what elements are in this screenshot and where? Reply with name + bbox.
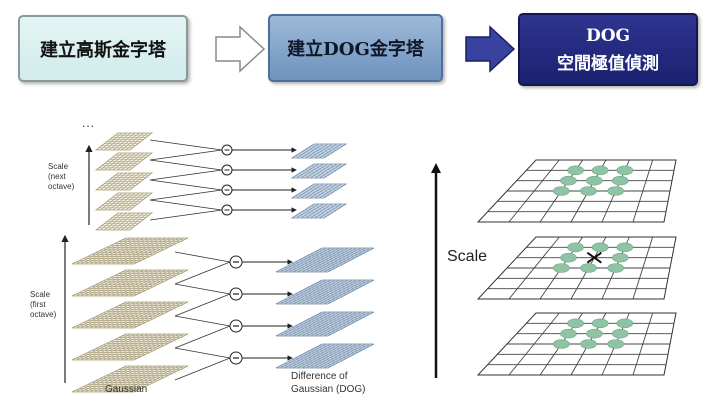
neighbor-ellipse bbox=[560, 252, 577, 263]
connector-line bbox=[149, 209, 223, 221]
dog-layer-first-3 bbox=[275, 311, 375, 337]
extrema-scale-label: Scale bbox=[447, 248, 488, 265]
neighbor-ellipse bbox=[611, 328, 629, 339]
flow-step-gaussian-pyramid: 建立高斯金字塔 bbox=[18, 15, 188, 82]
gaussian-layer-first-4 bbox=[71, 333, 189, 361]
extrema-group bbox=[431, 159, 677, 378]
neighbor-ellipse bbox=[553, 186, 570, 196]
neighbor-ellipse bbox=[567, 242, 584, 253]
scale-next-line1: Scale bbox=[48, 162, 69, 171]
neighbor-ellipse bbox=[567, 165, 584, 176]
connector-line bbox=[174, 251, 231, 263]
arrow-right-icon bbox=[215, 25, 266, 73]
extrema-grid-middle bbox=[476, 236, 677, 300]
extrema-grid-top bbox=[476, 159, 677, 223]
connector-line bbox=[174, 315, 231, 327]
extrema-grid-bottom bbox=[476, 312, 677, 376]
gaussian-layer-next-4 bbox=[94, 192, 154, 211]
connector-line bbox=[149, 139, 223, 151]
neighbor-ellipse bbox=[591, 318, 609, 329]
flow-step-dog-pyramid-label: 建立DOG金字塔 bbox=[287, 39, 424, 60]
connector-line bbox=[174, 357, 231, 381]
sample-point-x-icon bbox=[586, 251, 602, 264]
neighbor-ellipse bbox=[591, 165, 609, 176]
neighbor-ellipse bbox=[580, 339, 597, 349]
gaussian-layer-first-2 bbox=[71, 269, 189, 297]
dog-layer-next-3 bbox=[290, 183, 348, 199]
dog-label-line2: Gaussian (DOG) bbox=[291, 384, 366, 395]
connector-line bbox=[149, 189, 223, 201]
gaussian-layer-next-3 bbox=[94, 172, 154, 191]
connector-line bbox=[149, 149, 223, 161]
connector-line bbox=[174, 293, 231, 317]
neighbor-ellipse bbox=[616, 318, 634, 329]
neighbor-ellipse bbox=[560, 175, 577, 186]
flow-step-dog-pyramid: 建立DOG金字塔 bbox=[268, 14, 443, 82]
gaussian-label: Gaussian bbox=[105, 384, 148, 395]
neighbor-ellipse bbox=[580, 186, 597, 196]
neighbor-ellipse bbox=[580, 263, 597, 273]
scale-first-line2: (first bbox=[30, 300, 46, 309]
scale-next-octave-label: Scale (next octave) bbox=[48, 162, 74, 192]
connector-line bbox=[174, 347, 231, 359]
dog-layer-first-2 bbox=[275, 279, 375, 305]
neighbor-ellipse bbox=[586, 175, 603, 186]
pyramid-group bbox=[61, 132, 375, 393]
gaussian-layer-next-5 bbox=[94, 212, 154, 231]
neighbor-ellipse bbox=[607, 186, 624, 196]
neighbor-ellipse bbox=[616, 242, 634, 253]
dog-layer-next-2 bbox=[290, 163, 348, 179]
connector-line bbox=[149, 179, 223, 191]
arrow-right-icon bbox=[465, 25, 516, 73]
neighbor-ellipse bbox=[586, 328, 603, 339]
neighbor-ellipse bbox=[553, 263, 570, 273]
neighbor-ellipse bbox=[553, 339, 570, 349]
dog-layer-next-1 bbox=[290, 143, 348, 159]
connector-line bbox=[149, 159, 223, 171]
gaussian-layer-next-2 bbox=[94, 152, 154, 171]
neighbor-ellipse bbox=[607, 263, 624, 273]
dog-label-line1: Difference of bbox=[291, 371, 348, 382]
neighbor-ellipse bbox=[591, 242, 609, 253]
neighbor-ellipse bbox=[611, 175, 629, 186]
neighbor-ellipse bbox=[560, 328, 577, 339]
neighbor-ellipse bbox=[567, 318, 584, 329]
flow-step-gaussian-pyramid-label: 建立高斯金字塔 bbox=[40, 39, 166, 61]
dog-layer-next-4 bbox=[290, 203, 348, 219]
connector-line bbox=[174, 283, 231, 295]
scale-first-octave-label: Scale (first octave) bbox=[30, 290, 56, 320]
neighbor-ellipse bbox=[611, 252, 629, 263]
scale-first-line1: Scale bbox=[30, 290, 51, 299]
neighbor-ellipse bbox=[616, 165, 634, 176]
connector-line bbox=[174, 325, 231, 349]
scale-next-line3: octave) bbox=[48, 182, 75, 191]
connector-line bbox=[149, 199, 223, 211]
gaussian-layer-next-1 bbox=[94, 132, 154, 151]
connector-line bbox=[149, 169, 223, 181]
scale-next-line2: (next bbox=[48, 172, 66, 181]
flow-step-dog-extrema: DOG 空間極值偵測 bbox=[518, 13, 698, 86]
scale-first-line3: octave) bbox=[30, 310, 57, 319]
more-octaves-ellipsis: ... bbox=[82, 116, 96, 130]
gaussian-layer-first-3 bbox=[71, 301, 189, 329]
dog-label: Difference of Gaussian (DOG) bbox=[291, 370, 365, 396]
flow-step-dog-extrema-title: DOG bbox=[585, 25, 631, 46]
dog-layer-first-1 bbox=[275, 247, 375, 273]
dog-layer-first-4 bbox=[275, 343, 375, 369]
gaussian-layer-first-5 bbox=[71, 365, 189, 393]
gaussian-layer-first-1 bbox=[71, 237, 189, 265]
flow-step-dog-extrema-subtitle: 空間極值偵測 bbox=[557, 53, 659, 74]
neighbor-ellipse bbox=[607, 339, 624, 349]
connector-line bbox=[174, 261, 231, 285]
